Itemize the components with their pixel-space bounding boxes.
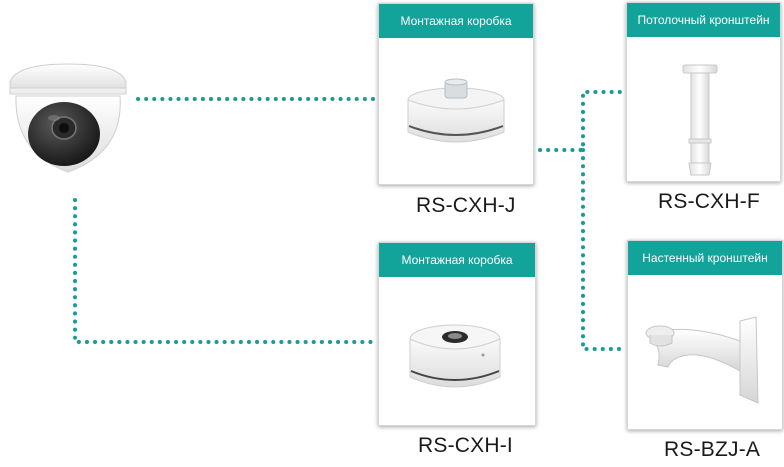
- product-card-box-top[interactable]: Монтажная коробка: [378, 3, 534, 185]
- model-label-wall-bracket: RS-BZJ-A: [664, 438, 761, 461]
- model-label-box-bottom: RS-CXH-I: [418, 434, 513, 457]
- connector-box-top-to-brackets: [538, 90, 627, 351]
- wall-bracket-icon: [645, 316, 759, 404]
- connector-camera-to-box-bottom: [73, 198, 380, 344]
- model-label-box-top: RS-CXH-J: [416, 194, 516, 217]
- junction-box-icon: [409, 324, 501, 388]
- dome-camera-icon: [9, 63, 127, 173]
- card-header: Настенный кронштейн: [628, 241, 782, 275]
- product-card-wall-bracket[interactable]: Настенный кронштейн: [627, 240, 783, 430]
- junction-box-icon: [407, 78, 505, 143]
- product-card-box-bottom[interactable]: Монтажная коробка: [378, 242, 536, 426]
- ceiling-bracket-icon: [682, 64, 718, 176]
- card-header: Потолочный кронштейн: [627, 3, 780, 37]
- card-header: Монтажная коробка: [379, 4, 533, 38]
- model-label-ceiling-bracket: RS-CXH-F: [658, 190, 760, 213]
- card-header: Монтажная коробка: [379, 243, 535, 277]
- product-card-ceiling-bracket[interactable]: Потолочный кронштейн: [626, 2, 781, 182]
